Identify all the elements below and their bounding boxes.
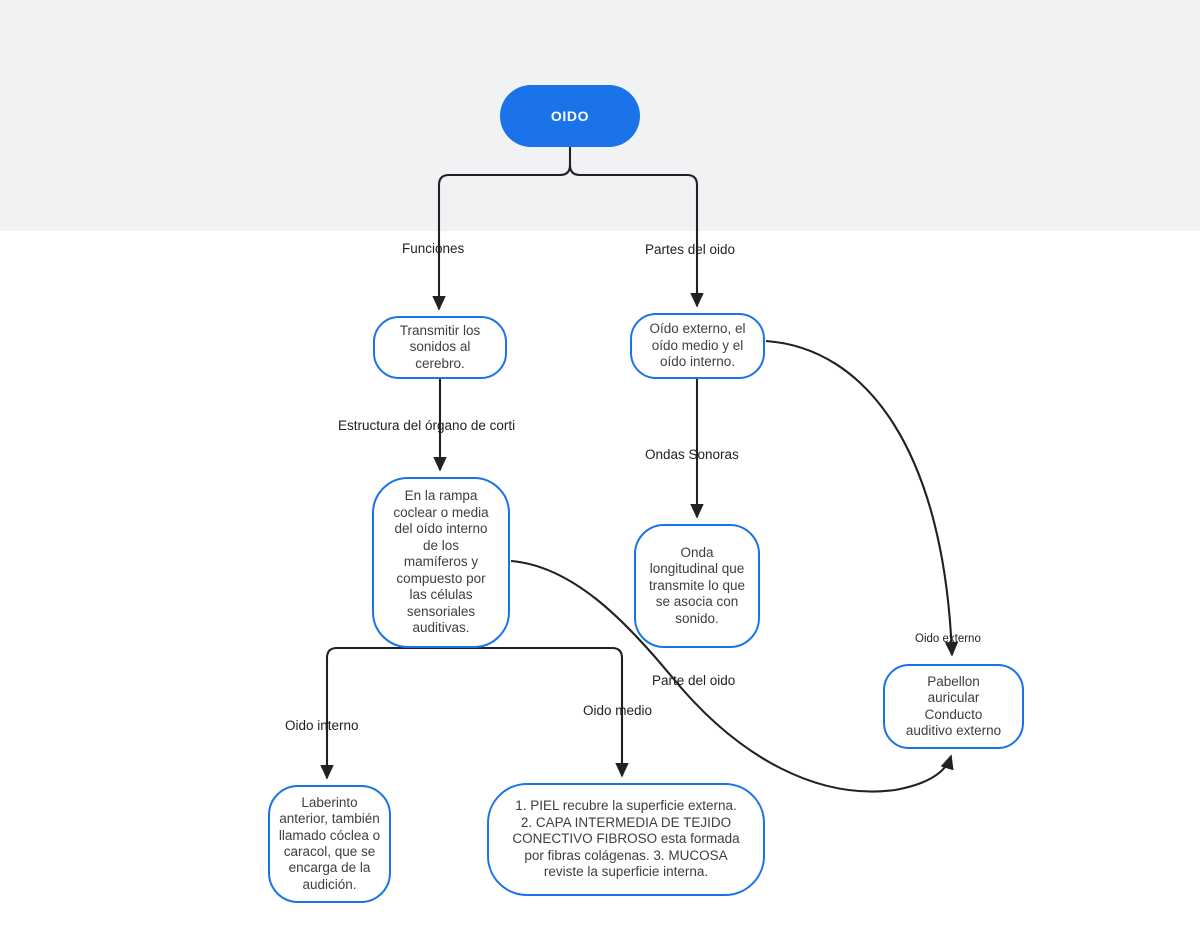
- edge-label-oido-medio: Oido medio: [583, 703, 653, 718]
- edge-label-ondas-sonoras: Ondas Sonoras: [645, 447, 739, 462]
- node-partes-del-oido[interactable]: Oído externo, el oído medio y el oído in…: [630, 313, 765, 379]
- node-capas-label: 1. PIEL recubre la superficie externa. 2…: [512, 798, 740, 880]
- node-onda-label: Onda longitudinal que transmite lo que s…: [648, 544, 746, 626]
- node-rampa-label: En la rampa coclear o media del oído int…: [393, 488, 489, 636]
- node-transmitir-sonidos[interactable]: Transmitir los sonidos al cerebro.: [373, 316, 507, 379]
- edge-label-oido-externo: Oido externo: [915, 633, 981, 645]
- node-root-label: OIDO: [550, 108, 590, 124]
- node-capas-oido-medio[interactable]: 1. PIEL recubre la superficie externa. 2…: [487, 783, 765, 896]
- node-root-oido[interactable]: OIDO: [500, 85, 640, 147]
- edge-bottom-bus: [337, 646, 624, 697]
- edge-label-funciones: Funciones: [402, 241, 465, 256]
- node-rampa-coclear[interactable]: En la rampa coclear o media del oído int…: [372, 477, 510, 648]
- node-pabellon-label: Pabellon auricular Conducto auditivo ext…: [905, 673, 1002, 738]
- edge-label-parte-del-oido: Parte del oido: [652, 673, 736, 688]
- node-laberinto-anterior[interactable]: Laberinto anterior, también llamado cócl…: [268, 785, 391, 903]
- edge-oido-externo: [765, 339, 959, 657]
- node-partes-label: Oído externo, el oído medio y el oído in…: [649, 321, 746, 370]
- node-laberinto-label: Laberinto anterior, también llamado cócl…: [278, 794, 381, 892]
- edge-root-bus-right: [568, 164, 699, 231]
- node-pabellon-auricular[interactable]: Pabellon auricular Conducto auditivo ext…: [883, 664, 1024, 749]
- node-onda-longitudinal[interactable]: Onda longitudinal que transmite lo que s…: [634, 524, 760, 648]
- edge-bottom-bus-left: [325, 646, 338, 712]
- node-transmitir-label: Transmitir los sonidos al cerebro.: [399, 322, 481, 371]
- edge-label-oido-interno: Oido interno: [285, 718, 359, 733]
- edge-label-partes-del-oido: Partes del oido: [645, 242, 736, 257]
- edge-label-estructura-organo-corti: Estructura del órgano de corti: [338, 418, 516, 433]
- edge-parte-del-oido: [510, 559, 954, 793]
- edge-root-bus-left: [437, 164, 572, 231]
